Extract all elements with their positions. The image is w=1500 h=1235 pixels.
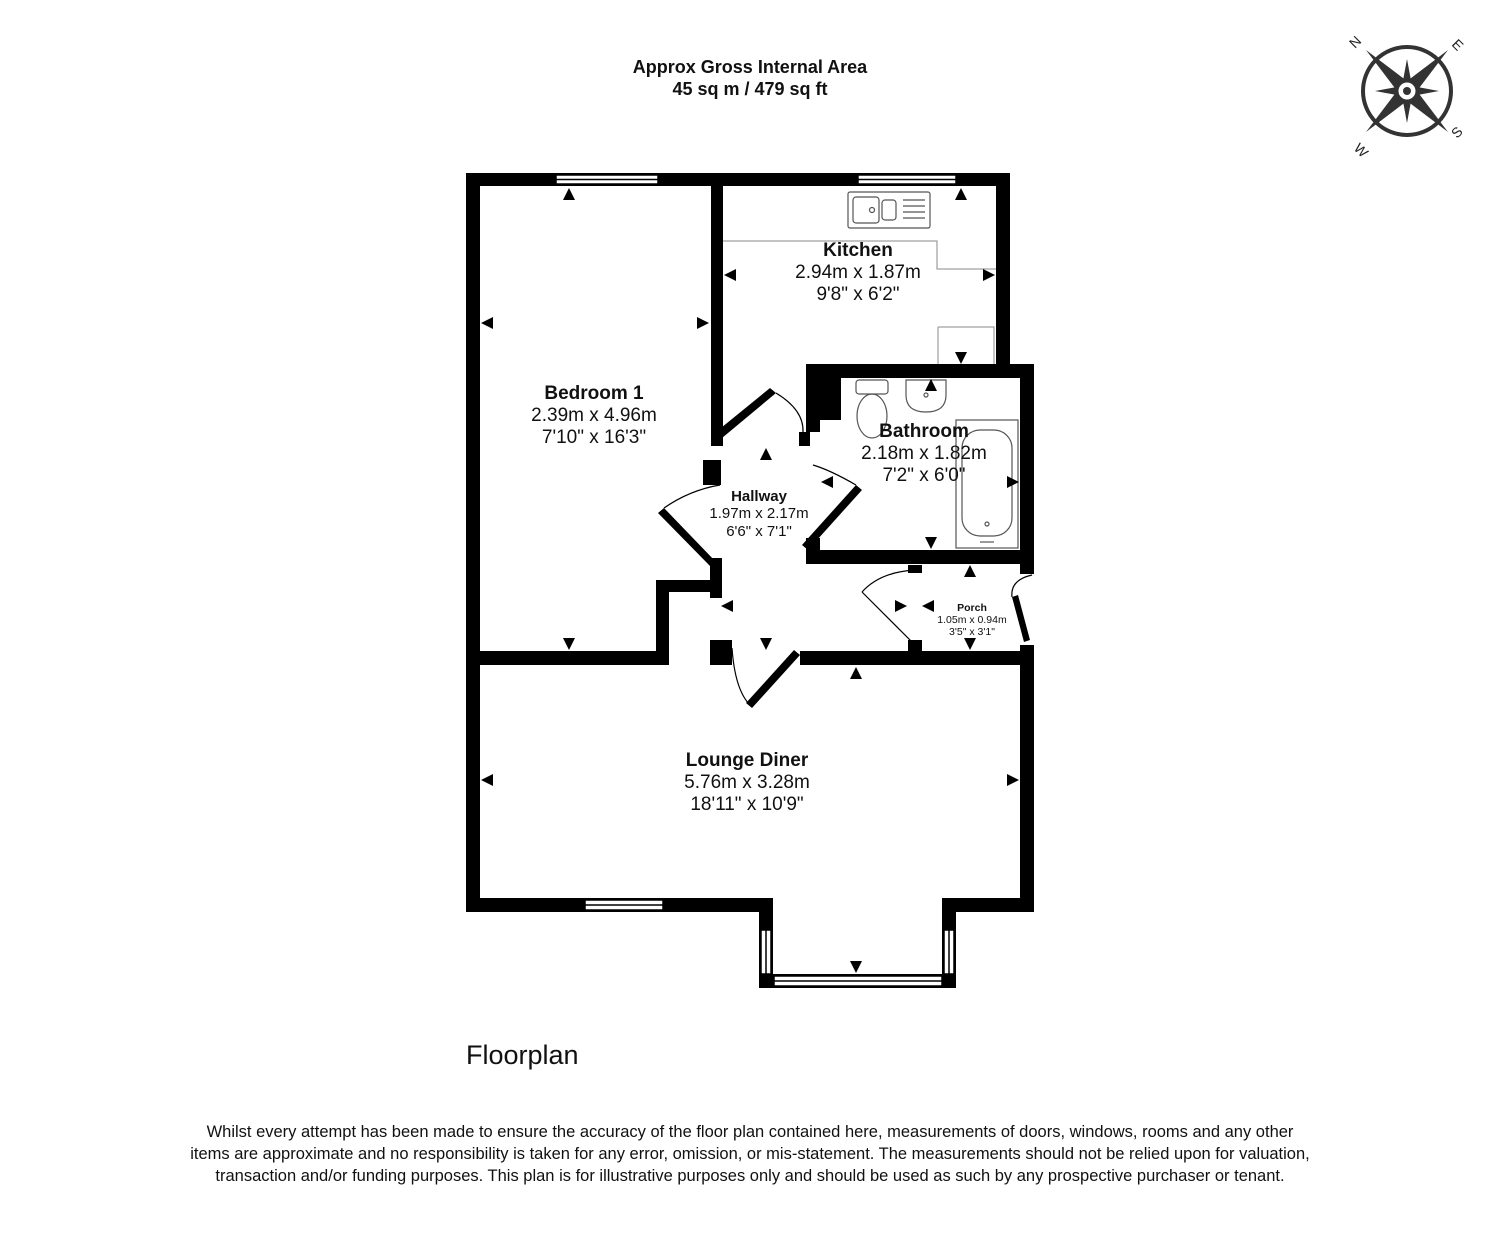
bathroom-imperial: 7'2" x 6'0" <box>882 464 966 486</box>
bedroom-imperial: 7'10" x 16'3" <box>541 426 647 448</box>
room-label-bathroom: Bathroom 2.18m x 1.82m 7'2" x 6'0" <box>844 421 1004 487</box>
measure-arrows <box>481 188 1019 973</box>
room-label-kitchen: Kitchen 2.94m x 1.87m 9'8" x 6'2" <box>778 240 938 306</box>
compass-s: S <box>1448 123 1466 141</box>
area-header: Approx Gross Internal Area 45 sq m / 479… <box>0 56 1500 100</box>
disclaimer-text: Whilst every attempt has been made to en… <box>190 1123 1310 1185</box>
kitchen-counter <box>723 240 996 364</box>
windows <box>555 174 957 987</box>
room-label-hallway: Hallway 1.97m x 2.17m 6'6" x 7'1" <box>693 488 825 540</box>
compass-e: E <box>1449 36 1467 54</box>
area-value: 45 sq m / 479 sq ft <box>672 79 828 99</box>
hallway-imperial: 6'6" x 7'1" <box>726 522 792 540</box>
room-label-bedroom: Bedroom 1 2.39m x 4.96m 7'10" x 16'3" <box>514 383 674 449</box>
kitchen-metric: 2.94m x 1.87m <box>795 261 921 283</box>
door-swings <box>663 392 1033 706</box>
bathroom-metric: 2.18m x 1.82m <box>861 442 987 464</box>
area-title: Approx Gross Internal Area <box>632 57 868 77</box>
porch-name: Porch <box>957 602 987 614</box>
lounge-imperial: 18'11" x 10'9" <box>690 793 804 815</box>
basin-icon <box>905 379 947 413</box>
kitchen-name: Kitchen <box>823 240 893 261</box>
porch-metric: 1.05m x 0.94m <box>937 614 1007 627</box>
floor-title: Floorplan <box>466 1040 579 1070</box>
compass-n: N <box>1346 33 1364 51</box>
room-label-porch: Porch 1.05m x 0.94m 3'5" x 3'1" <box>926 602 1018 638</box>
hallway-name: Hallway <box>731 488 787 505</box>
toilet-icon <box>855 379 889 439</box>
hallway-metric: 1.97m x 2.17m <box>709 505 809 523</box>
walls <box>466 173 1034 988</box>
bedroom-name: Bedroom 1 <box>544 383 644 404</box>
room-label-lounge: Lounge Diner 5.76m x 3.28m 18'11" x 10'9… <box>647 750 847 816</box>
kitchen-imperial: 9'8" x 6'2" <box>816 283 900 305</box>
bedroom-metric: 2.39m x 4.96m <box>531 404 657 426</box>
compass-icon: N E S W <box>1346 33 1467 161</box>
compass-w: W <box>1351 140 1372 161</box>
lounge-metric: 5.76m x 3.28m <box>684 771 810 793</box>
bathroom-name: Bathroom <box>879 421 969 442</box>
lounge-name: Lounge Diner <box>685 750 809 771</box>
sink-icon <box>847 191 931 229</box>
porch-imperial: 3'5" x 3'1" <box>949 626 995 639</box>
